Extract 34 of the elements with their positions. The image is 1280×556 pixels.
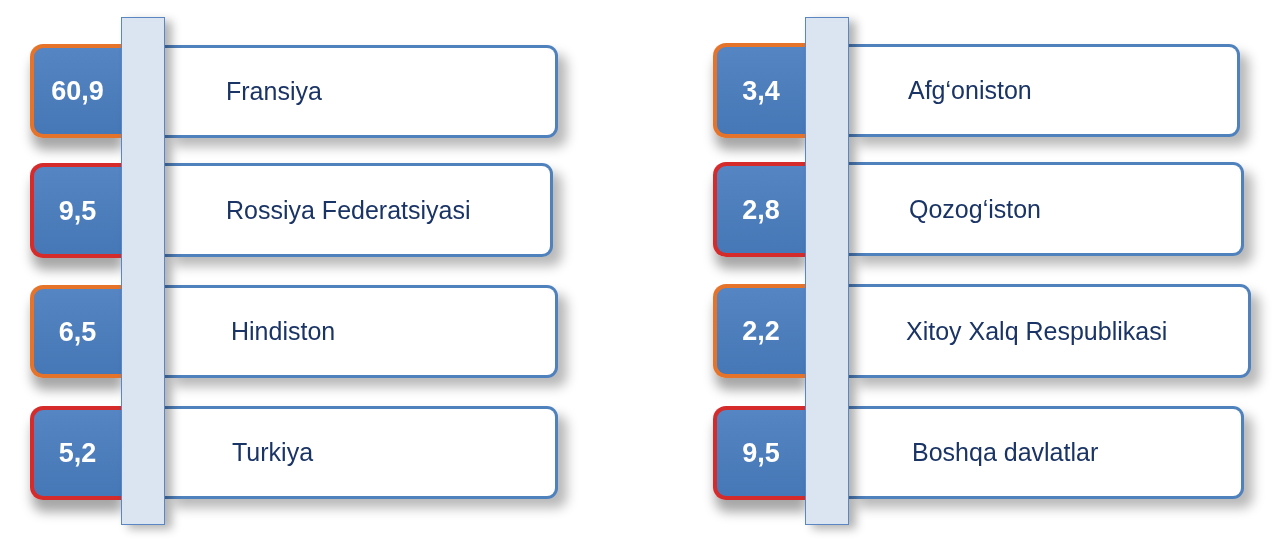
value-badge [30,44,121,138]
value-badge [30,163,121,258]
value-badge [713,284,805,378]
value-number: 9,5 [58,195,97,226]
value-badge [30,285,121,378]
value-badge [713,43,805,138]
label-card [849,44,1240,137]
value-number: 2,8 [742,194,780,225]
value-badge [30,406,121,500]
value-number: 9,5 [742,438,780,468]
country-name: Turkiya [232,438,314,467]
label-card [165,406,558,499]
value-badge [713,162,805,257]
country-name: Qozog‘iston [909,194,1042,224]
value-number: 60,9 [51,76,104,106]
label-card [849,406,1244,499]
value-badge [713,406,805,500]
country-name: Boshqa davlatlar [912,438,1099,467]
country-name: Xitoy Xalq Respublikasi [906,316,1168,346]
value-number: 3,4 [742,75,780,106]
label-card [849,284,1251,378]
value-number: 5,2 [58,438,97,468]
country-name: Rossiya Federatsiyasi [226,195,471,225]
country-name: Fransiya [226,77,322,106]
label-card [165,163,553,257]
label-card [165,45,558,138]
country-name: Afg‘oniston [908,76,1032,105]
label-card [165,285,558,378]
vertical-bar [805,17,849,525]
value-number: 2,2 [742,316,780,346]
vertical-bar [121,17,165,525]
country-name: Hindiston [231,317,336,346]
value-number: 6,5 [58,316,97,347]
label-card [849,162,1244,256]
